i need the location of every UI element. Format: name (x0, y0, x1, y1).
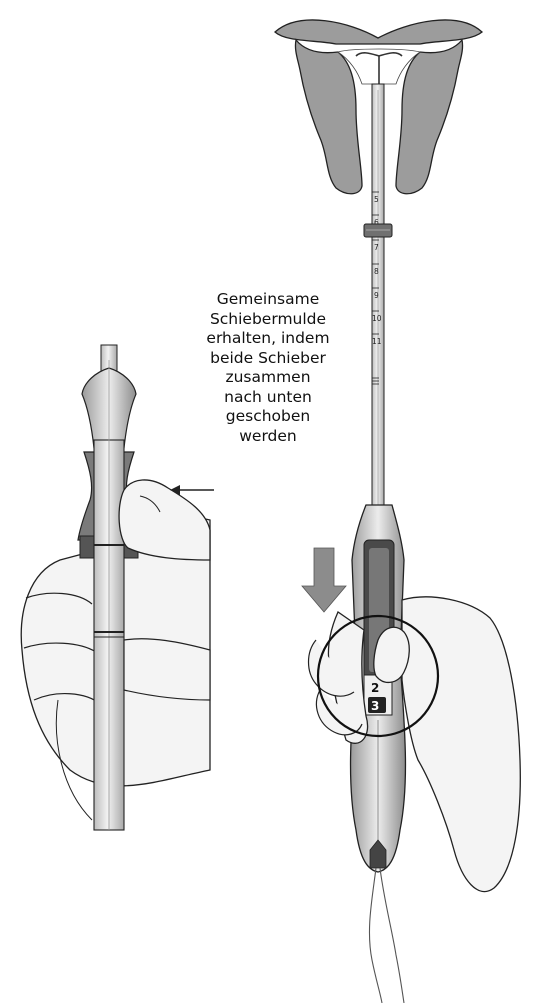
detail-close-up (21, 345, 214, 830)
scale-9: 9 (374, 291, 379, 300)
depth-flange (364, 224, 392, 237)
scale-10: 10 (372, 314, 382, 323)
scale-7: 7 (374, 243, 379, 252)
scale-11: 11 (372, 337, 382, 346)
scale-8: 8 (374, 267, 379, 276)
inserter-device: 5 6 7 8 9 10 11 2 3 (351, 84, 406, 1003)
uterus-fundus (275, 20, 482, 44)
right-hand-glove (309, 597, 521, 892)
scale-5: 5 (374, 195, 379, 204)
slider-number-3: 3 (371, 699, 379, 713)
push-down-arrow (302, 548, 346, 612)
iud-threads (369, 868, 404, 1003)
slider-number-2: 2 (371, 681, 379, 695)
left-thumb (119, 480, 210, 560)
